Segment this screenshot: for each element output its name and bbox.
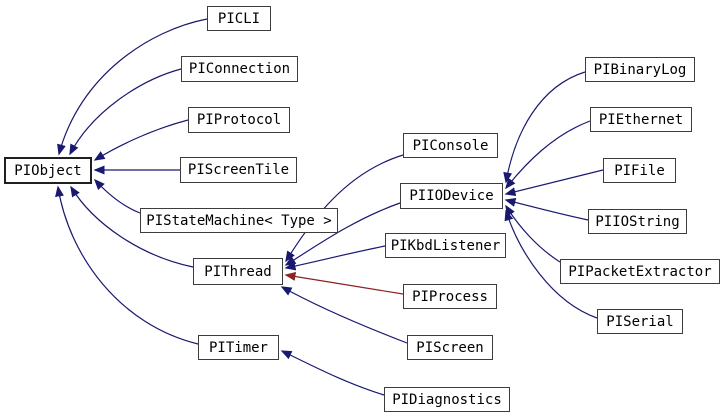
class-node-PIFile[interactable]: PIFile [603, 158, 676, 183]
class-node-PIConsole[interactable]: PIConsole [403, 133, 498, 158]
inheritance-edge-PIDiagnostics-PITimer [280, 350, 385, 396]
class-node-PIScreenTile[interactable]: PIScreenTile [180, 157, 297, 183]
class-node-PIStateMachine[interactable]: PIStateMachine< Type > [140, 208, 338, 233]
class-node-PIPacketExtractor[interactable]: PIPacketExtractor [560, 259, 720, 284]
inheritance-edge-PIStateMachine-PIObject [93, 178, 141, 214]
class-node-PICLI[interactable]: PICLI [207, 6, 271, 31]
inheritance-edge-PIProtocol-PIObject [93, 119, 189, 161]
class-node-PIProtocol[interactable]: PIProtocol [188, 107, 290, 133]
class-node-PIEthernet[interactable]: PIEthernet [590, 107, 692, 132]
inheritance-edge-PICLI-PIObject [57, 18, 208, 156]
inheritance-edge-PIScreen-PIThread [280, 286, 408, 344]
class-node-PIIODevice[interactable]: PIIODevice [400, 183, 503, 209]
class-node-PIScreen[interactable]: PIScreen [407, 335, 493, 360]
inheritance-edge-PIFile-PIIODevice [504, 169, 604, 197]
inheritance-edge-PIEthernet-PIIODevice [505, 120, 591, 190]
inheritance-edge-PIPacketExtractor-PIIODevice [505, 204, 561, 263]
inheritance-edge-PIKbdListener-PIThread [284, 245, 386, 271]
inheritance-edge-PIIOString-PIIODevice [504, 198, 589, 221]
class-node-PIThread[interactable]: PIThread [193, 258, 283, 285]
class-node-PISerial[interactable]: PISerial [597, 309, 683, 334]
inheritance-edge-PIProcess-PIThread [284, 271, 404, 295]
class-node-PIIOString[interactable]: PIIOString [588, 209, 687, 234]
class-node-PITimer[interactable]: PITimer [198, 335, 279, 360]
class-node-PIObject[interactable]: PIObject [4, 157, 92, 184]
class-node-PIDiagnostics[interactable]: PIDiagnostics [384, 387, 510, 412]
inheritance-edge-PIConnection-PIObject [69, 68, 182, 156]
inheritance-edge-PIBinaryLog-PIIODevice [503, 71, 586, 184]
class-node-PIConnection[interactable]: PIConnection [181, 56, 298, 82]
class-node-PIBinaryLog[interactable]: PIBinaryLog [585, 57, 695, 82]
class-node-PIProcess[interactable]: PIProcess [403, 284, 497, 309]
class-node-PIKbdListener[interactable]: PIKbdListener [385, 233, 506, 258]
